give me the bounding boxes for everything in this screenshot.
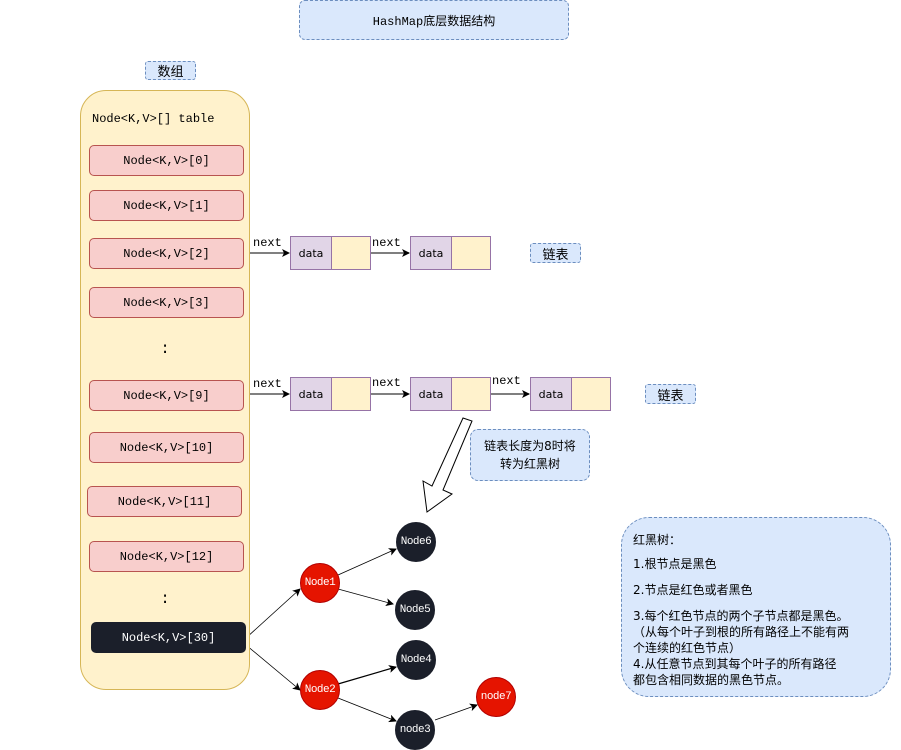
conversion-note-line2: 转为红黑树 [499,457,560,471]
edge-node1-node6 [337,548,397,576]
conversion-note: 链表长度为8时将 转为红黑树 [470,429,590,481]
rb-rule-4-cont: 都包含相同数据的黑色节点。 [633,673,790,687]
list-node-data: data [291,378,332,410]
next-label: next [372,376,401,390]
list-node-data: data [291,237,332,269]
rb-rule-2: 2.节点是红色或者黑色 [633,583,753,597]
rb-rule-4: 4.从任意节点到其每个叶子的所有路径 [633,657,837,671]
list-node-next-ptr [332,378,370,410]
array-slot-10: Node<K,V>[10] [89,432,244,463]
array-slot-9: Node<K,V>[9] [89,380,244,411]
tree-node-node3: node3 [395,710,435,750]
array-ellipsis-1: : [160,340,170,358]
list-node: data [530,377,611,411]
next-label: next [492,374,521,388]
next-label: next [372,236,401,250]
tree-node-node6: Node6 [396,522,436,562]
next-label: next [253,377,282,391]
rb-rules-heading: 红黑树： [633,533,682,547]
conversion-note-line1: 链表长度为8时将 [484,439,576,453]
array-ellipsis-2: : [160,590,170,608]
tree-node-node2: Node2 [300,670,340,710]
linked-list-tag: 链表 [645,384,696,404]
list-node-next-ptr [452,378,490,410]
list-node-data: data [411,237,452,269]
array-slot-3: Node<K,V>[3] [89,287,244,318]
array-slot-1: Node<K,V>[1] [89,190,244,221]
list-node: data [290,377,371,411]
array-tag: 数组 [145,61,196,80]
list-node-next-ptr [572,378,610,410]
diagram-title: HashMap底层数据结构 [299,0,569,40]
edge-node3-node7 [434,703,478,721]
edge-node2-node4 [337,665,397,685]
rb-rule-3-cont-1: （从每个叶子到根的所有路径上不能有两 [633,625,850,639]
array-slot-2: Node<K,V>[2] [89,238,244,269]
list-node: data [410,236,491,270]
list-node-data: data [531,378,572,410]
rb-tree-rules: 红黑树： 1.根节点是黑色 2.节点是红色或者黑色 3.每个红色节点的两个子节点… [621,517,891,697]
array-header: Node<K,V>[] table [92,112,215,126]
tree-node-node4: Node4 [396,640,436,680]
tree-node-node5: Node5 [395,590,435,630]
array-slot-12: Node<K,V>[12] [89,541,244,572]
tree-node-node7: node7 [476,677,516,717]
linked-list-tag: 链表 [530,243,581,263]
rb-rule-1: 1.根节点是黑色 [633,557,717,571]
edge-30-node2 [245,644,301,691]
convert-arrow-icon [422,417,473,513]
list-node: data [290,236,371,270]
rb-rule-3: 3.每个红色节点的两个子节点都是黑色。 [633,609,849,623]
list-node-next-ptr [452,237,490,269]
edge-node1-node5 [337,588,394,607]
edge-30-node1 [245,588,301,639]
next-label: next [253,236,282,250]
list-node-data: data [411,378,452,410]
list-node-next-ptr [332,237,370,269]
edge-node2-node3 [337,697,397,723]
array-slot-11: Node<K,V>[11] [87,486,242,517]
array-slot-0: Node<K,V>[0] [89,145,244,176]
list-node: data [410,377,491,411]
array-slot-30: Node<K,V>[30] [91,622,246,653]
rb-rule-3-cont-2: 个连续的红色节点） [633,641,742,655]
tree-node-node1: Node1 [300,563,340,603]
